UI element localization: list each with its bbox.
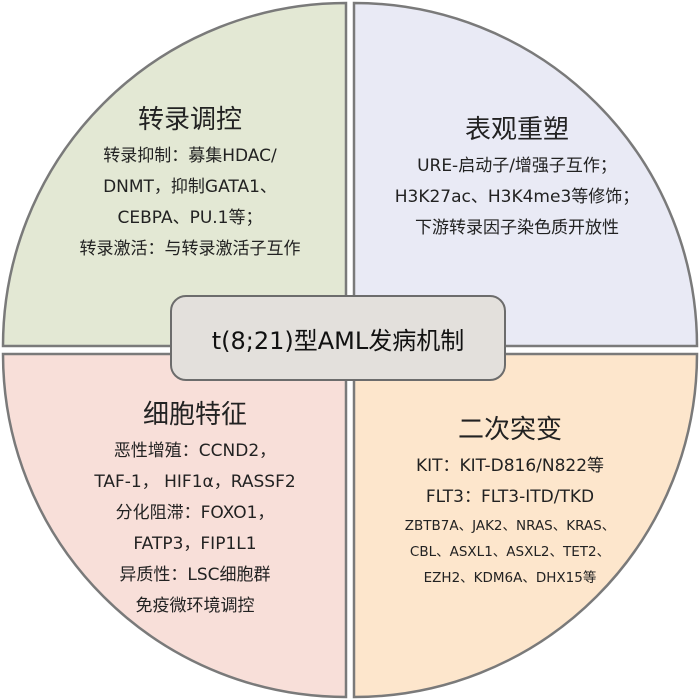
quadrant-line: TAF-1， HIF1α，RASSF2 — [94, 472, 296, 492]
quadrant-line: KIT：KIT-D816/N822等 — [415, 456, 605, 476]
quadrant-title: 转录调控 — [137, 105, 242, 135]
quadrant-line: CEBPA、PU.1等； — [117, 208, 263, 228]
quadrant-line: 异质性：LSC细胞群 — [119, 565, 271, 585]
quadrant-transcription-regulation: 转录调控 转录抑制：募集HDAC/ DNMT，抑制GATA1、 CEBPA、PU… — [30, 103, 350, 265]
quadrant-line: 恶性增殖：CCND2， — [113, 441, 277, 461]
quadrant-epigenetic-remodeling: 表观重塑 URE-启动子/增强子互作； H3K27ac、H3K4me3等修饰； … — [352, 113, 682, 244]
quadrant-top-right-shape — [352, 1, 699, 348]
quadrant-line: H3K27ac、H3K4me3等修饰； — [394, 187, 640, 207]
quadrant-line: URE-启动子/增强子互作； — [417, 156, 617, 176]
center-label: t(8;21)型AML发病机制 — [211, 326, 465, 355]
quadrant-title: 细胞特征 — [142, 400, 247, 430]
quadrant-cell-features: 细胞特征 恶性增殖：CCND2， TAF-1， HIF1α，RASSF2 分化阻… — [40, 398, 350, 622]
quadrant-line: FATP3，FIP1L1 — [133, 534, 257, 554]
quadrant-small-line: EZH2、KDM6A、DHX15等 — [423, 570, 597, 586]
quadrant-bottom-right-shape — [352, 352, 699, 699]
quadrant-bottom-left-shape — [1, 352, 348, 699]
quadrant-line: DNMT，抑制GATA1、 — [103, 177, 277, 197]
quadrant-line: 转录抑制：募集HDAC/ — [103, 146, 277, 166]
quadrant-line: 转录激活：与转录激活子互作 — [79, 239, 301, 259]
quadrant-line: 下游转录因子染色质开放性 — [415, 218, 619, 238]
quadrant-small-line: CBL、ASXL1、ASXL2、TET2、 — [409, 544, 611, 560]
center-label-box: t(8;21)型AML发病机制 — [170, 295, 506, 381]
quadrant-top-left-shape — [1, 1, 348, 348]
quadrant-title: 二次突变 — [457, 415, 562, 445]
quadrant-line: 分化阻滞：FOXO1， — [115, 503, 275, 523]
quadrant-line: FLT3：FLT3-ITD/TKD — [425, 487, 595, 507]
quadrant-title: 表观重塑 — [464, 115, 569, 145]
quadrant-small-line: ZBTB7A、JAK2、NRAS、KRAS、 — [404, 518, 616, 534]
quadrant-line: 免疫微环境调控 — [135, 596, 255, 616]
quadrant-secondary-mutations: 二次突变 KIT：KIT-D816/N822等 FLT3：FLT3-ITD/TK… — [352, 413, 668, 591]
